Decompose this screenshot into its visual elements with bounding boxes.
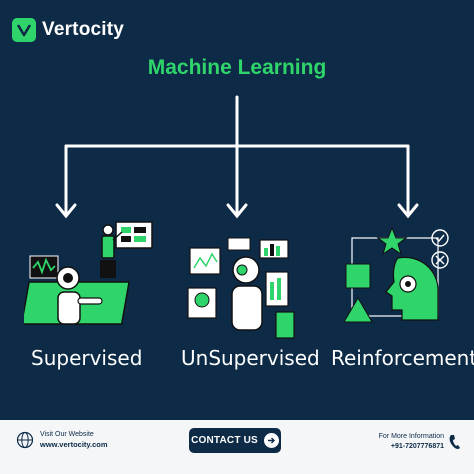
contact-info[interactable]: For More Information +91-7207776871 — [379, 432, 462, 452]
brand-logo: Vertocity — [12, 18, 124, 42]
info-caption: For More Information — [378, 433, 444, 440]
diagram-title: Machine Learning — [147, 56, 327, 79]
v-check-icon — [16, 24, 32, 37]
phone-icon — [449, 435, 460, 449]
branch-label-supervised: Supervised — [31, 346, 143, 370]
footer-bar: Visit Our Website www.vertocity.com CONT… — [0, 420, 474, 474]
phone-number[interactable]: +91-7207776871 — [390, 443, 444, 450]
reinforcement-learning-illustration — [343, 226, 449, 323]
branch-label-reinforcement: Reinforcement — [331, 346, 474, 370]
contact-us-button[interactable]: CONTACT US — [189, 428, 281, 453]
globe-icon — [16, 431, 34, 449]
arrow-unsupervised-icon — [226, 203, 248, 219]
supervised-learning-illustration — [24, 221, 153, 325]
brand-mark — [12, 18, 36, 42]
contact-us-label: CONTACT US — [191, 435, 258, 446]
branch-label-unsupervised: UnSupervised — [181, 346, 320, 370]
unsupervised-learning-illustration — [187, 237, 295, 339]
brand-name: Vertocity — [42, 19, 125, 40]
website-link[interactable]: www.vertocity.com — [40, 440, 108, 449]
arrow-right-icon — [263, 433, 279, 448]
arrow-reinforcement-icon — [397, 203, 419, 219]
website-info[interactable]: Visit Our Website www.vertocity.com — [16, 430, 108, 450]
website-caption: Visit Our Website — [40, 431, 94, 438]
arrow-supervised-icon — [55, 203, 77, 219]
